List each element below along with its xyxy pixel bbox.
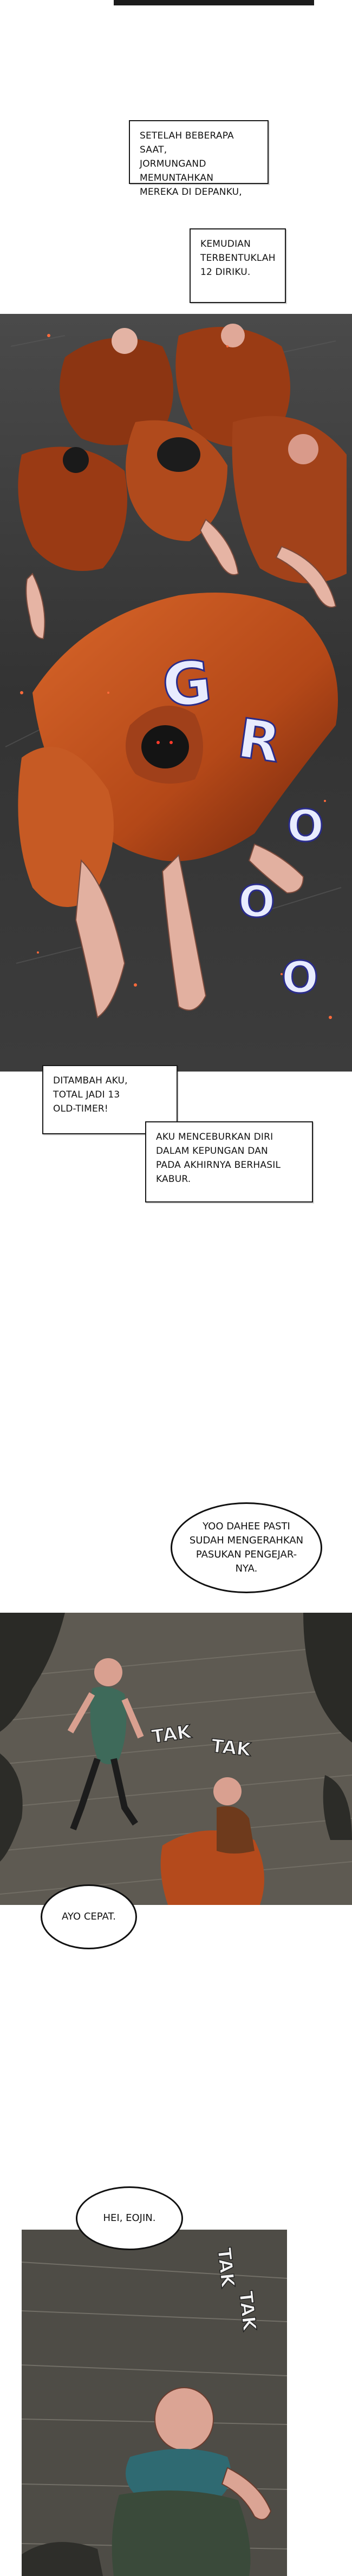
sfx-growl-o3: O <box>281 952 319 1004</box>
bald-man-illustration <box>22 2230 287 2576</box>
narration-line: KEMUDIAN <box>200 239 251 249</box>
sfx-growl-o2: O <box>237 876 276 928</box>
sfx-tak-3: TAK <box>212 2246 239 2289</box>
narration-line: KABUR. <box>156 1174 191 1185</box>
narration-line: TOTAL JADI 13 <box>53 1089 120 1100</box>
narration-line: PADA AKHIRNYA BERHASIL <box>156 1160 281 1171</box>
sfx-growl-r: R <box>233 706 285 776</box>
narration-box-1: SETELAH BEBERAPA SAAT, JORMUNGAND MEMUNT… <box>129 120 269 198</box>
narration-line: JORMUNGAND MEMUNTAHKAN <box>140 159 214 183</box>
sfx-tak-4: TAK <box>234 2290 260 2332</box>
sfx-growl-g: G <box>158 646 216 722</box>
forest-path-illustration <box>0 1613 352 1905</box>
action-panel-cloaked-horde: G R O O O <box>0 314 352 1072</box>
sfx-growl-o1: O <box>286 800 324 852</box>
speech-line: YOO DAHEE PASTI <box>203 1521 290 1532</box>
bald-man-panel: TAK TAK <box>22 2230 287 2576</box>
speech-text: HEI, EOJIN. <box>103 2211 155 2225</box>
speech-text: AYO CEPAT. <box>62 1910 116 1924</box>
cloaked-horde-illustration <box>0 314 352 1072</box>
speech-bubble-3: HEI, EOJIN. <box>76 2186 183 2250</box>
narration-line: MEREKA DI DEPANKU, <box>140 187 242 198</box>
speech-line: HEI, EOJIN. <box>103 2212 156 2224</box>
top-panel-edge <box>114 0 314 5</box>
speech-line: SUDAH MENGERAHKAN <box>189 1535 304 1546</box>
narration-line: OLD-TIMER! <box>53 1103 108 1114</box>
narration-box-3: DITAMBAH AKU, TOTAL JADI 13 OLD-TIMER! <box>42 1065 178 1134</box>
sfx-tak-2: TAK <box>210 1735 252 1762</box>
narration-box-2: KEMUDIAN TERBENTUKLAH 12 DIRIKU. <box>190 228 286 303</box>
narration-line: DALAM KEPUNGAN DAN <box>156 1146 268 1156</box>
narration-line: SETELAH BEBERAPA SAAT, <box>140 130 234 155</box>
narration-line: 12 DIRIKU. <box>200 267 251 278</box>
speech-line: AYO CEPAT. <box>62 1911 116 1922</box>
forest-path-panel: TAK TAK <box>0 1613 352 1905</box>
speech-line: PASUKAN PENGEJAR- <box>195 1549 297 1560</box>
speech-bubble-1: YOO DAHEE PASTI SUDAH MENGERAHKAN PASUKA… <box>171 1502 322 1593</box>
narration-line: AKU MENCEBURKAN DIRI <box>156 1132 273 1142</box>
narration-line: TERBENTUKLAH <box>200 253 276 264</box>
speech-text: YOO DAHEE PASTI SUDAH MENGERAHKAN PASUKA… <box>190 1520 303 1576</box>
speech-bubble-2: AYO CEPAT. <box>41 1884 137 1949</box>
narration-line: DITAMBAH AKU, <box>53 1075 128 1086</box>
speech-line: NYA. <box>235 1563 258 1574</box>
narration-box-4: AKU MENCEBURKAN DIRI DALAM KEPUNGAN DAN … <box>145 1121 313 1202</box>
